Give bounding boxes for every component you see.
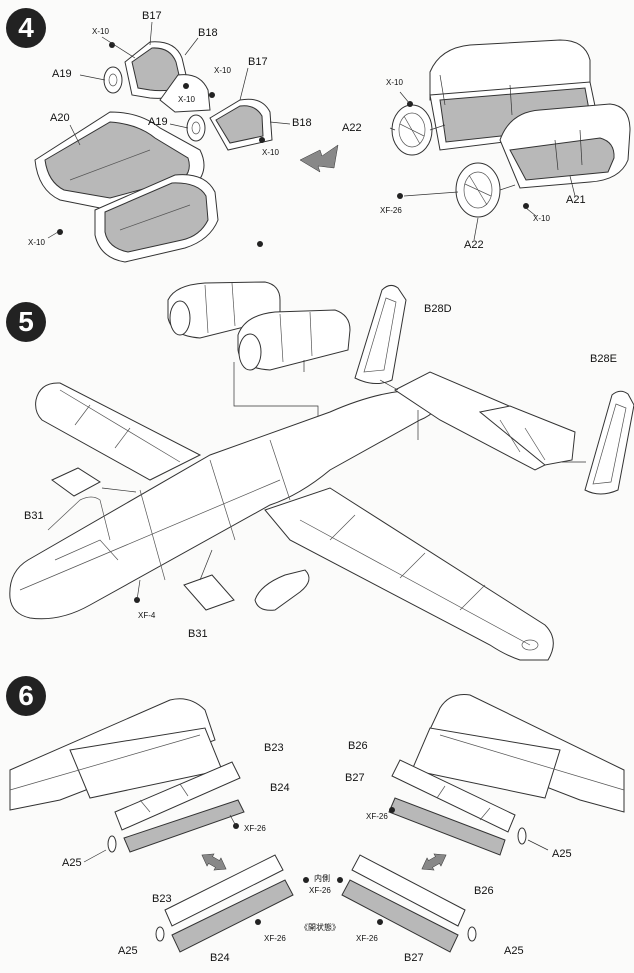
label-b27: B27 <box>404 952 424 964</box>
label-a21: A21 <box>566 194 586 206</box>
label-b28e: B28E <box>590 353 617 365</box>
step-5-number: 5 <box>6 302 46 342</box>
label-b31: B31 <box>24 510 44 522</box>
step5-aircraft <box>9 281 634 661</box>
label-x10: X-10 <box>92 27 109 36</box>
label-a20: A20 <box>50 112 70 124</box>
label-inner: 内側 <box>314 874 330 883</box>
label-b17: B17 <box>248 56 268 68</box>
label-a25: A25 <box>118 945 138 957</box>
step4-right-assembly <box>389 39 631 241</box>
label-b26: B26 <box>474 885 494 897</box>
label-a25: A25 <box>62 857 82 869</box>
label-b23: B23 <box>264 742 284 754</box>
label-xf26: XF-26 <box>380 206 402 215</box>
label-b26: B26 <box>348 740 368 752</box>
label-a25: A25 <box>552 848 572 860</box>
label-a22: A22 <box>464 239 484 251</box>
label-b18: B18 <box>292 117 312 129</box>
label-x10: X-10 <box>386 78 403 87</box>
label-xf26: XF-26 <box>366 812 388 821</box>
label-xf26: XF-26 <box>309 886 331 895</box>
label-xf26: XF-26 <box>264 934 286 943</box>
label-b31: B31 <box>188 628 208 640</box>
step-6-number: 6 <box>6 676 46 716</box>
label-b27: B27 <box>345 772 365 784</box>
label-xf26: XF-26 <box>356 934 378 943</box>
label-a19: A19 <box>52 68 72 80</box>
label-b24: B24 <box>210 952 230 964</box>
label-xf4: XF-4 <box>138 611 156 620</box>
step-4-number: 4 <box>6 8 46 48</box>
label-a22: A22 <box>342 122 362 134</box>
label-x10: X-10 <box>178 95 195 104</box>
label-a19: A19 <box>148 116 168 128</box>
label-x10: X-10 <box>214 66 231 75</box>
label-x10: X-10 <box>28 238 45 247</box>
label-b18: B18 <box>198 27 218 39</box>
step6-assembly <box>9 694 625 953</box>
label-b28d: B28D <box>424 303 452 315</box>
label-xf26: XF-26 <box>244 824 266 833</box>
label-open-state: 《開状態》 <box>300 923 340 932</box>
label-x10: X-10 <box>533 214 550 223</box>
step4-left-assembly <box>34 21 339 263</box>
label-b24: B24 <box>270 782 290 794</box>
label-b17: B17 <box>142 10 162 22</box>
label-a25: A25 <box>504 945 524 957</box>
label-x10: X-10 <box>262 148 279 157</box>
label-b23: B23 <box>152 893 172 905</box>
